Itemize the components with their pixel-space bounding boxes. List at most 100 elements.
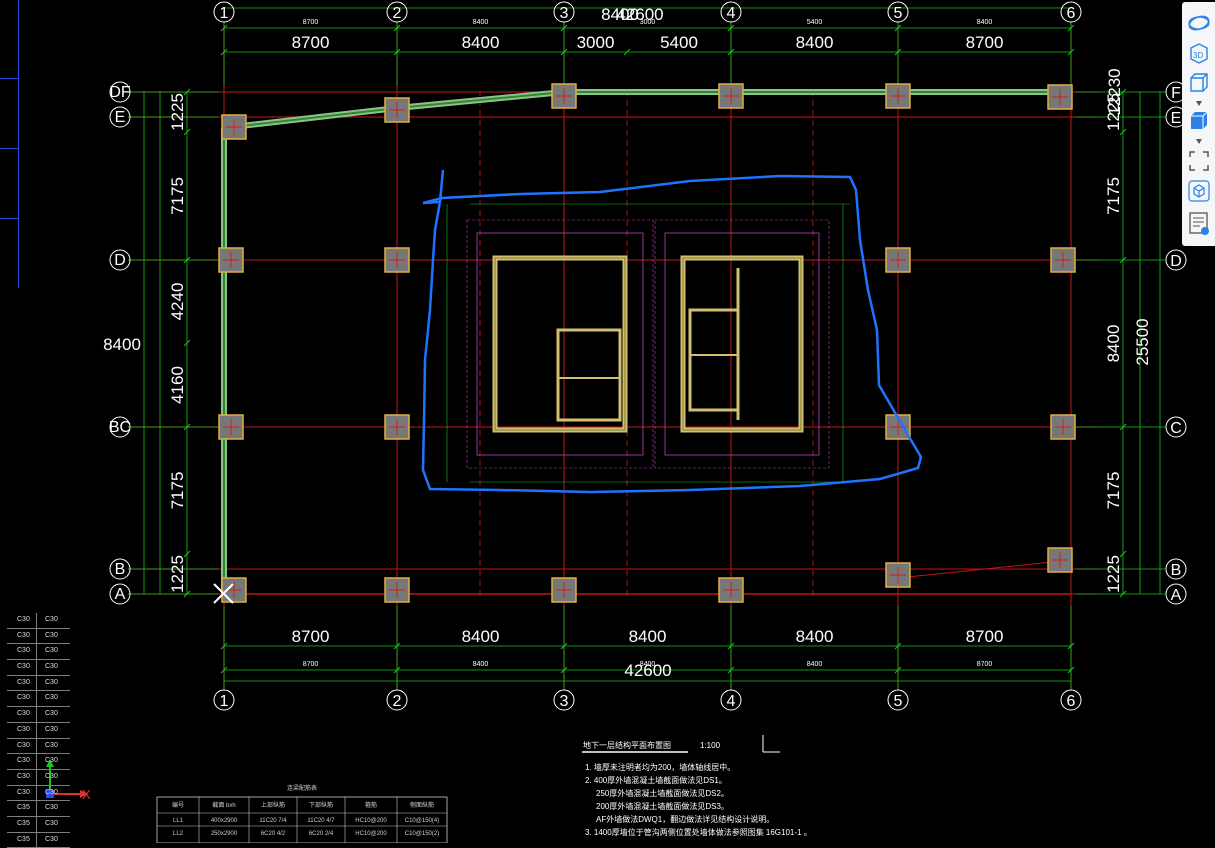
dimension-text: 7175 bbox=[1104, 177, 1123, 215]
dimension-total-text: 42600 bbox=[616, 5, 663, 24]
dimension-text: 8700 bbox=[966, 627, 1004, 646]
beam-table-cell: 250x2900 bbox=[211, 831, 238, 837]
properties-icon[interactable] bbox=[1186, 210, 1212, 236]
ucs-x-label: X bbox=[82, 787, 91, 802]
material-table-cell: C30 bbox=[45, 835, 58, 843]
bottom-wall-line bbox=[897, 559, 1072, 579]
dimension-text: 1225 bbox=[1104, 93, 1123, 131]
dimension-text: 8400 bbox=[640, 661, 656, 668]
core-walls bbox=[446, 203, 850, 483]
material-table-cell: C30 bbox=[7, 660, 37, 675]
dimension-text: 8700 bbox=[292, 627, 330, 646]
dimension-text: 3000 bbox=[640, 19, 656, 26]
grid-bubble-label: A bbox=[1171, 587, 1182, 604]
material-table-cell: C30 bbox=[45, 710, 58, 718]
core-dimension-frame bbox=[654, 219, 830, 469]
perimeter-wall bbox=[223, 89, 1071, 131]
material-table-cell: C30 bbox=[45, 694, 58, 702]
dimension-tick bbox=[894, 666, 902, 674]
dimension-tick bbox=[560, 666, 568, 674]
notes-scale: 1:100 bbox=[700, 741, 721, 750]
dimension-tick bbox=[727, 642, 735, 650]
notes-line: AF外墙做法DWQ1，翻边做法详见结构设计说明。 bbox=[596, 814, 774, 824]
dimension-tick bbox=[1119, 256, 1127, 264]
grid-bubble bbox=[553, 689, 575, 711]
grid-bubble bbox=[109, 583, 131, 605]
orbit-icon[interactable] bbox=[1186, 10, 1212, 36]
grid-bubble-label: 3 bbox=[560, 5, 569, 22]
grid-bubble bbox=[1060, 1, 1082, 23]
cube-view-icon[interactable] bbox=[1186, 70, 1212, 96]
grid-bubble bbox=[109, 416, 131, 438]
beam-table-cell: 11C20 4/7 bbox=[307, 818, 335, 824]
material-table-cell: C30 bbox=[45, 788, 58, 796]
beam-table-cell: 6C20 4/2 bbox=[261, 831, 286, 837]
dimension-text: 7175 bbox=[168, 472, 187, 510]
grid-bubble bbox=[887, 1, 909, 23]
dimension-tick bbox=[220, 666, 228, 674]
table-origin-marker bbox=[213, 583, 234, 604]
dimension-text: 8400 bbox=[977, 19, 993, 26]
cube-solid-icon[interactable] bbox=[1186, 108, 1212, 134]
grid-bubble-label: D bbox=[114, 252, 126, 269]
dimension-tick bbox=[183, 256, 191, 264]
core-inner-wall bbox=[556, 328, 622, 422]
dimension-tick bbox=[727, 24, 735, 32]
dimension-text: 8400 bbox=[796, 33, 834, 52]
material-table-cell: C30 bbox=[45, 631, 58, 639]
beam-table-cell: 6C20 2/4 bbox=[309, 831, 334, 837]
material-table-cell: C30 bbox=[7, 785, 37, 801]
dimension-text: 5400 bbox=[660, 33, 698, 52]
dimension-text: 8700 bbox=[303, 19, 319, 26]
dimension-tick bbox=[1067, 666, 1075, 674]
beam-table-title: 连梁配筋表 bbox=[287, 784, 317, 792]
grid-bubble-label: C bbox=[1170, 420, 1182, 437]
notes-line: 2. 400厚外墙混凝土墙截面做法见DS1。 bbox=[585, 775, 727, 785]
notes-line: 250厚外墙混凝土墙截面做法见DS2。 bbox=[596, 788, 729, 798]
chevron-down-icon[interactable] bbox=[1186, 96, 1212, 106]
3d-view-icon[interactable]: 3D bbox=[1186, 40, 1212, 66]
dimension-tick bbox=[183, 339, 191, 347]
beam-table-cell: LL2 bbox=[173, 831, 184, 837]
grid-bubble-label: 5 bbox=[894, 5, 903, 22]
material-table-cell: C30 bbox=[45, 678, 58, 686]
grid-bubble bbox=[213, 689, 235, 711]
material-table-cell: C30 bbox=[7, 722, 37, 738]
blue-markup-outline bbox=[421, 169, 923, 494]
dimension-tick bbox=[560, 24, 568, 32]
dimension-total-text: 25500 bbox=[1133, 318, 1152, 365]
grid-bubble-label: A bbox=[115, 586, 126, 603]
material-table-cell: C30 bbox=[45, 819, 58, 827]
notes-line: 3. 1400厚墙位于管沟两侧位置处墙体做法参照图集 16G101-1 。 bbox=[585, 827, 812, 837]
model-icon[interactable] bbox=[1186, 178, 1212, 204]
grid-bubble-label: 4 bbox=[727, 5, 736, 22]
dimension-text: 4240 bbox=[168, 283, 187, 321]
dimension-tick bbox=[1119, 88, 1127, 96]
beam-table-cell: C10@150(4) bbox=[405, 818, 439, 824]
grid-bubble-label: B bbox=[115, 561, 126, 578]
grid-bubble-label: 2 bbox=[393, 5, 402, 22]
beam-table-cell: HC10@200 bbox=[355, 831, 387, 837]
grid-bubble bbox=[386, 1, 408, 23]
dimension-tick bbox=[220, 642, 228, 650]
dimension-text: 8700 bbox=[292, 33, 330, 52]
material-table-cell: C30 bbox=[45, 804, 58, 812]
dimension-tick bbox=[393, 666, 401, 674]
material-table-cell: C30 bbox=[7, 613, 37, 628]
dimension-tick bbox=[1119, 590, 1127, 598]
grid-bubble-label: DF bbox=[109, 84, 131, 101]
grid-bubble-label: E bbox=[1171, 110, 1182, 127]
beam-table-header: 下部纵筋 bbox=[309, 801, 333, 809]
chevron-down-icon[interactable] bbox=[1186, 134, 1212, 144]
dimension-text: 1225 bbox=[168, 555, 187, 593]
dimension-tick bbox=[1067, 48, 1075, 56]
dimension-text: 8400 bbox=[796, 627, 834, 646]
grid-bubble bbox=[720, 689, 742, 711]
fullscreen-icon[interactable] bbox=[1186, 148, 1212, 174]
